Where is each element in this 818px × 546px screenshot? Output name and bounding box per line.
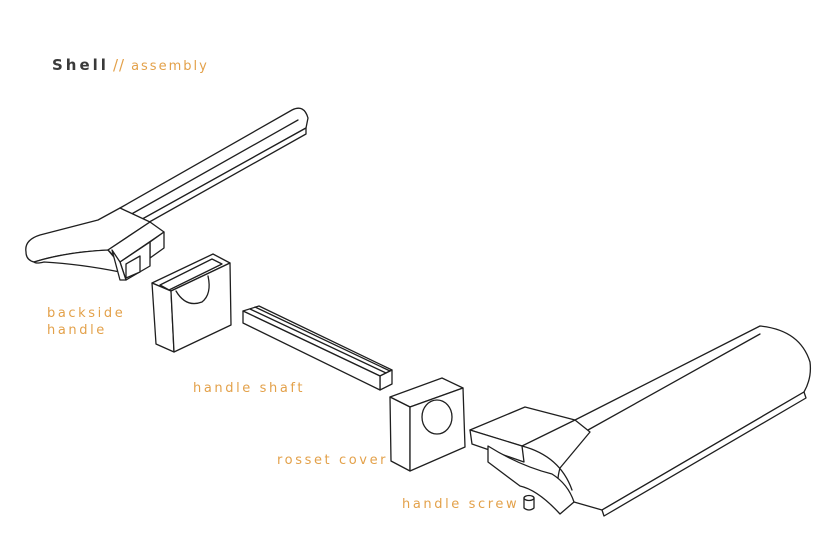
handle-shaft-part	[242, 305, 393, 391]
title-separator: //	[112, 56, 126, 74]
label-backside-handle: backside handle	[47, 305, 125, 339]
label-handle-shaft: handle shaft	[193, 381, 306, 396]
rosset-cover-part	[389, 377, 466, 472]
title-main: Shell	[52, 56, 109, 74]
label-rosset-cover: rosset cover	[277, 453, 389, 468]
front-handle-part	[469, 325, 812, 517]
title-sub: assembly	[131, 59, 209, 74]
label-backside-handle-line1: backside	[47, 306, 126, 321]
bushing-part	[151, 253, 232, 353]
label-handle-screw: handle screw	[402, 497, 520, 512]
handle-screw-part	[523, 494, 535, 511]
label-backside-handle-line2: handle	[47, 323, 107, 338]
page-title: Shell// assembly	[52, 56, 209, 74]
backside-handle-part	[25, 107, 309, 281]
